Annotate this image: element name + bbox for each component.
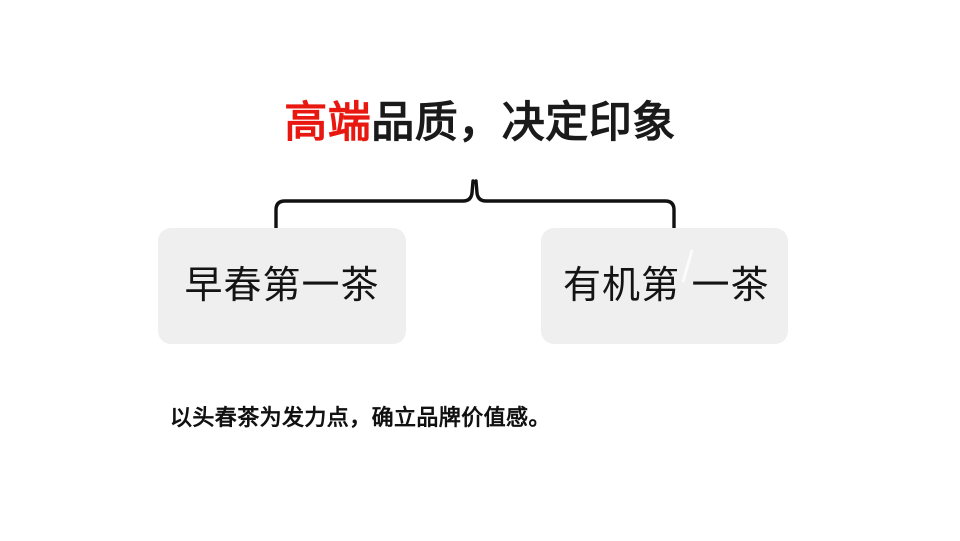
concept-box-right-label: 有机第 一茶 <box>563 264 770 307</box>
title-rest-text: 品质，决定印象 <box>371 99 676 147</box>
concept-box-left[interactable]: 早春第一茶 <box>158 228 406 344</box>
caption-text: 以头春茶为发力点，确立品牌价值感。 <box>170 405 551 430</box>
title-accent-text: 高端 <box>284 99 372 147</box>
brace-icon <box>274 179 676 230</box>
brace-connector <box>260 172 690 234</box>
page-title: 高端品质，决定印象 <box>0 99 960 147</box>
concept-box-left-label: 早春第一茶 <box>184 264 380 307</box>
concept-box-right[interactable]: 有机第 一茶 <box>541 228 788 344</box>
